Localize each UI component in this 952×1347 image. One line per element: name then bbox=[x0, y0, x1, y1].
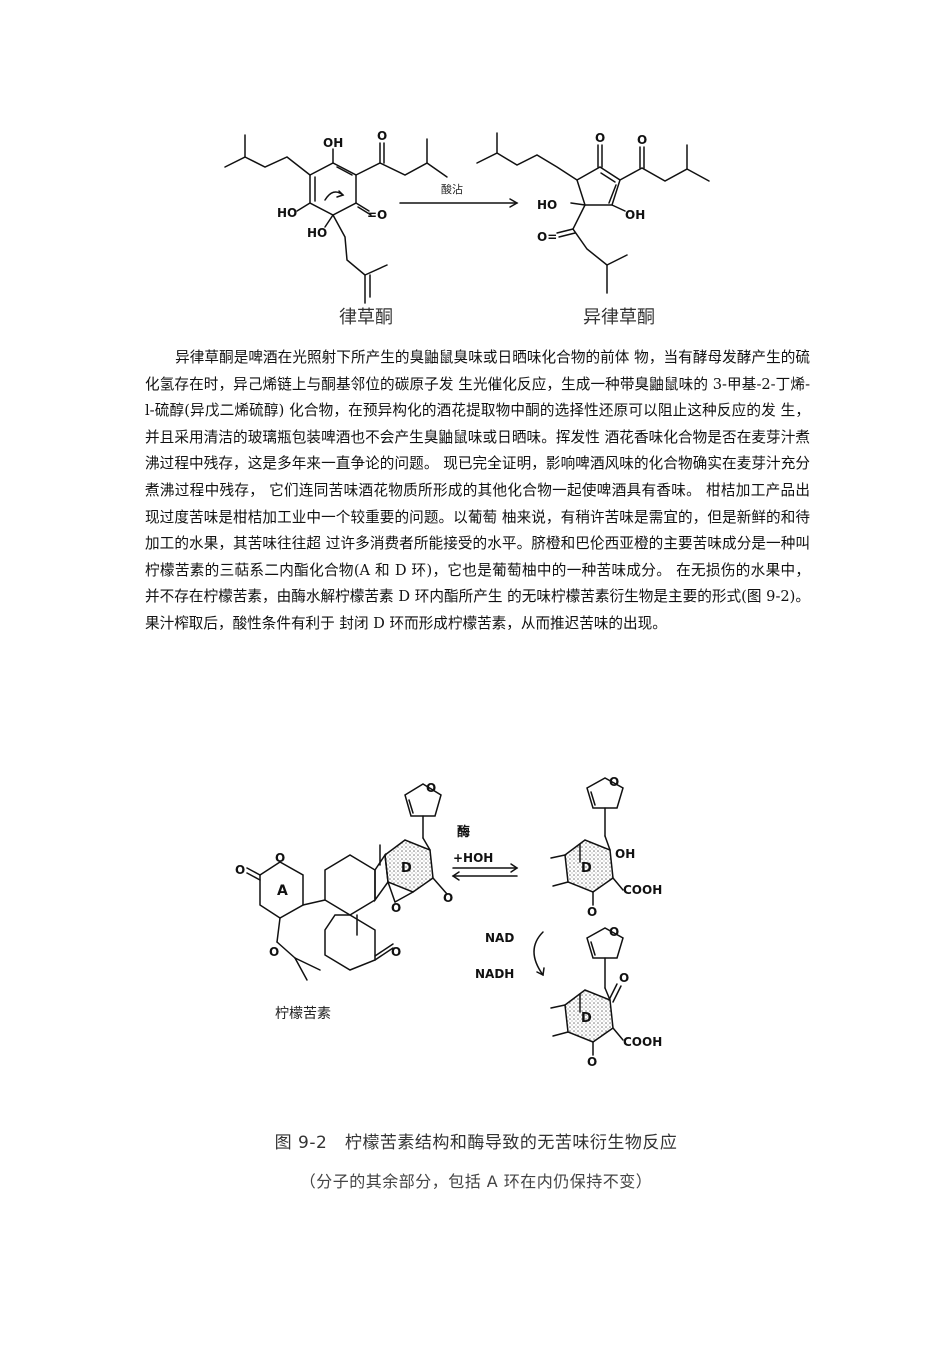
o-label: O bbox=[443, 891, 453, 905]
nadh-label: NADH bbox=[475, 967, 514, 981]
ring-d-label: D bbox=[401, 861, 412, 876]
oh-label: OH bbox=[625, 208, 645, 222]
arrow-label: 酸沾 bbox=[441, 182, 463, 196]
o-label: O bbox=[637, 133, 647, 147]
o-label: O bbox=[391, 901, 401, 915]
body-paragraph: 异律草酮是啤酒在光照射下所产生的臭鼬鼠臭味或日晒味化合物的前体 物，当有酵母发酵… bbox=[145, 345, 810, 638]
o-label: O bbox=[595, 131, 605, 145]
o-eq-label: O= bbox=[537, 230, 557, 244]
ho-label: HO bbox=[537, 198, 557, 212]
ho-label: HO bbox=[307, 226, 327, 240]
hydrolysis-label: +HOH bbox=[453, 851, 493, 865]
humulone-name: 律草酮 bbox=[339, 307, 393, 328]
eq-o-label: =O bbox=[367, 208, 387, 222]
o-label: O bbox=[609, 925, 619, 939]
o-label: O bbox=[391, 945, 401, 959]
ring-d-label: D bbox=[581, 861, 592, 876]
limonin-name: 柠檬苦素 bbox=[275, 1006, 331, 1022]
o-label: O bbox=[609, 775, 619, 789]
ring-d-label: D bbox=[581, 1011, 592, 1026]
o-label: O bbox=[619, 971, 629, 985]
oh-label: OH bbox=[615, 847, 635, 861]
enzyme-label: 酶 bbox=[457, 824, 470, 840]
humulone-reaction-figure: OH O HO HO =O O O HO OH O= 酸沾 律草酮 异律草酮 bbox=[224, 129, 710, 328]
cooh-label: COOH bbox=[623, 883, 662, 897]
o-label: O bbox=[377, 129, 387, 143]
nad-label: NAD bbox=[485, 931, 514, 945]
isohumulone-name: 异律草酮 bbox=[583, 307, 655, 328]
ho-label: HO bbox=[277, 206, 297, 220]
o-label: O bbox=[587, 1055, 597, 1069]
oh-label: OH bbox=[323, 136, 343, 150]
o-label: O bbox=[426, 781, 436, 795]
cooh-label: COOH bbox=[623, 1035, 662, 1049]
limonin-reaction-figure: O O A D O O O O O 酶 +HOH O OH D COOH O N… bbox=[235, 775, 662, 1069]
figure-caption-note: （分子的其余部分，包括 A 环在内仍保持不变） bbox=[299, 1172, 653, 1191]
o-label: O bbox=[587, 905, 597, 919]
o-label: O bbox=[275, 851, 285, 865]
o-label: O bbox=[269, 945, 279, 959]
body-text: 异律草酮是啤酒在光照射下所产生的臭鼬鼠臭味或日晒味化合物的前体 物，当有酵母发酵… bbox=[145, 349, 810, 632]
ring-a-label: A bbox=[277, 883, 288, 899]
o-label: O bbox=[235, 863, 245, 877]
figure-caption-title: 图 9-2 柠檬苦素结构和酶导致的无苦味衍生物反应 bbox=[274, 1133, 678, 1153]
